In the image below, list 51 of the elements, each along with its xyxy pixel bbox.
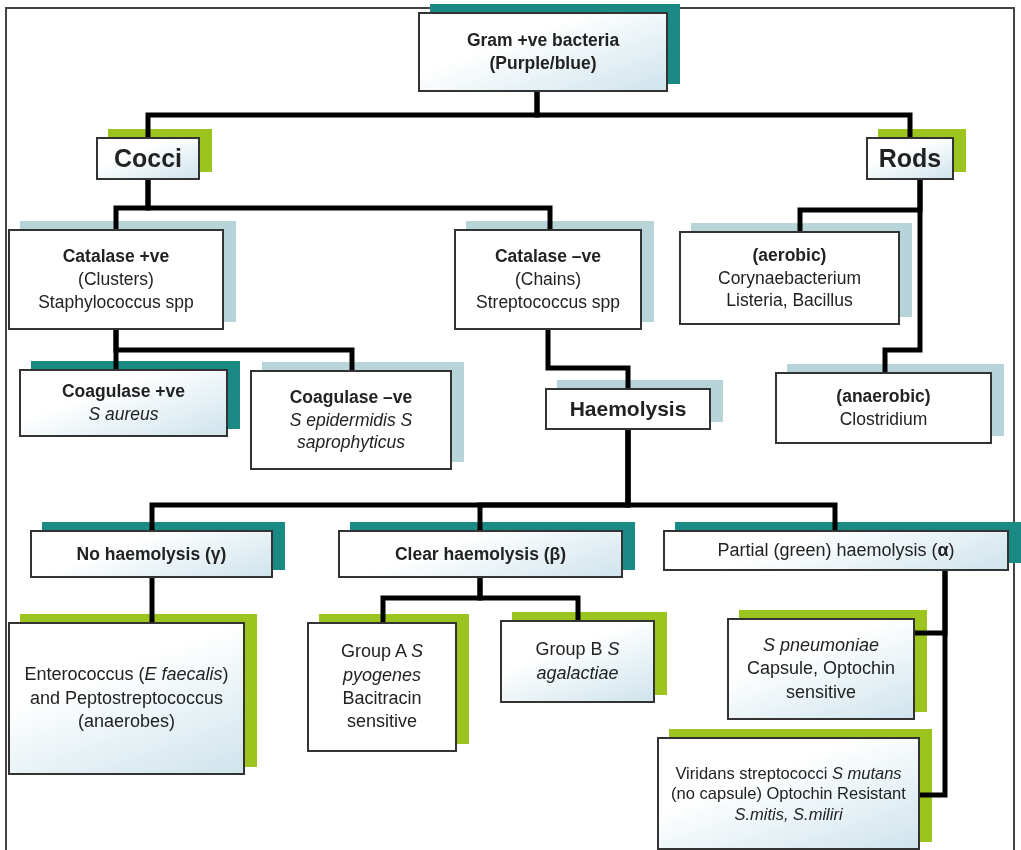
process-box	[545, 388, 711, 430]
box-heading: Viridans streptococci S mutans (no capsule) Optochin Resistant S.mitis, S.miliri	[670, 762, 907, 825]
box-text: Corynaebacterium Listeria, Bacillus	[717, 266, 862, 313]
connector-line	[113, 330, 355, 370]
box-text: S aureus	[88, 403, 159, 426]
process-box	[30, 530, 273, 578]
process-box	[250, 370, 452, 470]
process-box	[454, 229, 642, 330]
box-heading: Clear haemolysis (β)	[394, 542, 567, 566]
box-text: (Chains) Streptococcus spp	[475, 268, 621, 314]
process-box	[338, 530, 623, 578]
box-text: Clostridium	[839, 408, 928, 431]
box-heading: Rods	[878, 143, 942, 175]
box-text: S epidermidis S saprophyticus	[288, 408, 414, 455]
process-box	[19, 369, 228, 437]
process-box	[96, 137, 200, 180]
box-heading: Cocci	[113, 143, 183, 175]
box-heading: (aerobic)	[752, 243, 827, 267]
process-box	[307, 622, 457, 752]
box-heading: Catalase –ve	[494, 245, 602, 269]
process-box	[8, 622, 245, 775]
box-heading: Partial (green) haemolysis (α)	[717, 538, 955, 562]
box-heading: Coagulase –ve	[289, 385, 413, 409]
box-heading: Catalase +ve	[62, 245, 170, 269]
box-heading: Group B S agalactiae	[534, 638, 621, 685]
box-text: (Clusters) Staphylococcus spp	[37, 268, 195, 314]
connector-line	[477, 578, 581, 620]
process-box	[663, 530, 1009, 571]
box-heading: Coagulase +ve	[61, 380, 185, 403]
process-box	[866, 137, 954, 180]
connector-line	[149, 578, 155, 622]
process-box	[679, 231, 900, 325]
process-box	[8, 229, 224, 330]
box-heading: (anaerobic)	[836, 385, 931, 408]
process-box	[418, 12, 668, 92]
box-heading: Gram +ve bacteria (Purple/blue)	[465, 29, 621, 75]
connector-line	[882, 180, 923, 372]
process-box	[657, 737, 920, 850]
connector-line	[625, 430, 838, 530]
box-heading: Enterococcus (E faecalis) and Peptostreptococcus (anaerobes)	[23, 663, 230, 734]
box-heading: No haemolysis (γ)	[76, 542, 227, 566]
box-heading: S pneumoniae Capsule, Optochin sensitive	[745, 633, 897, 704]
connector-line	[920, 571, 948, 798]
process-box	[500, 620, 655, 703]
connector-line	[145, 180, 553, 229]
process-box	[775, 372, 992, 444]
box-heading: Haemolysis	[569, 396, 687, 423]
process-box	[727, 618, 915, 720]
box-heading: Group A S pyogenes Bacitracin sensitive	[339, 640, 425, 734]
connector-line	[545, 330, 631, 388]
connector-line	[534, 92, 913, 137]
